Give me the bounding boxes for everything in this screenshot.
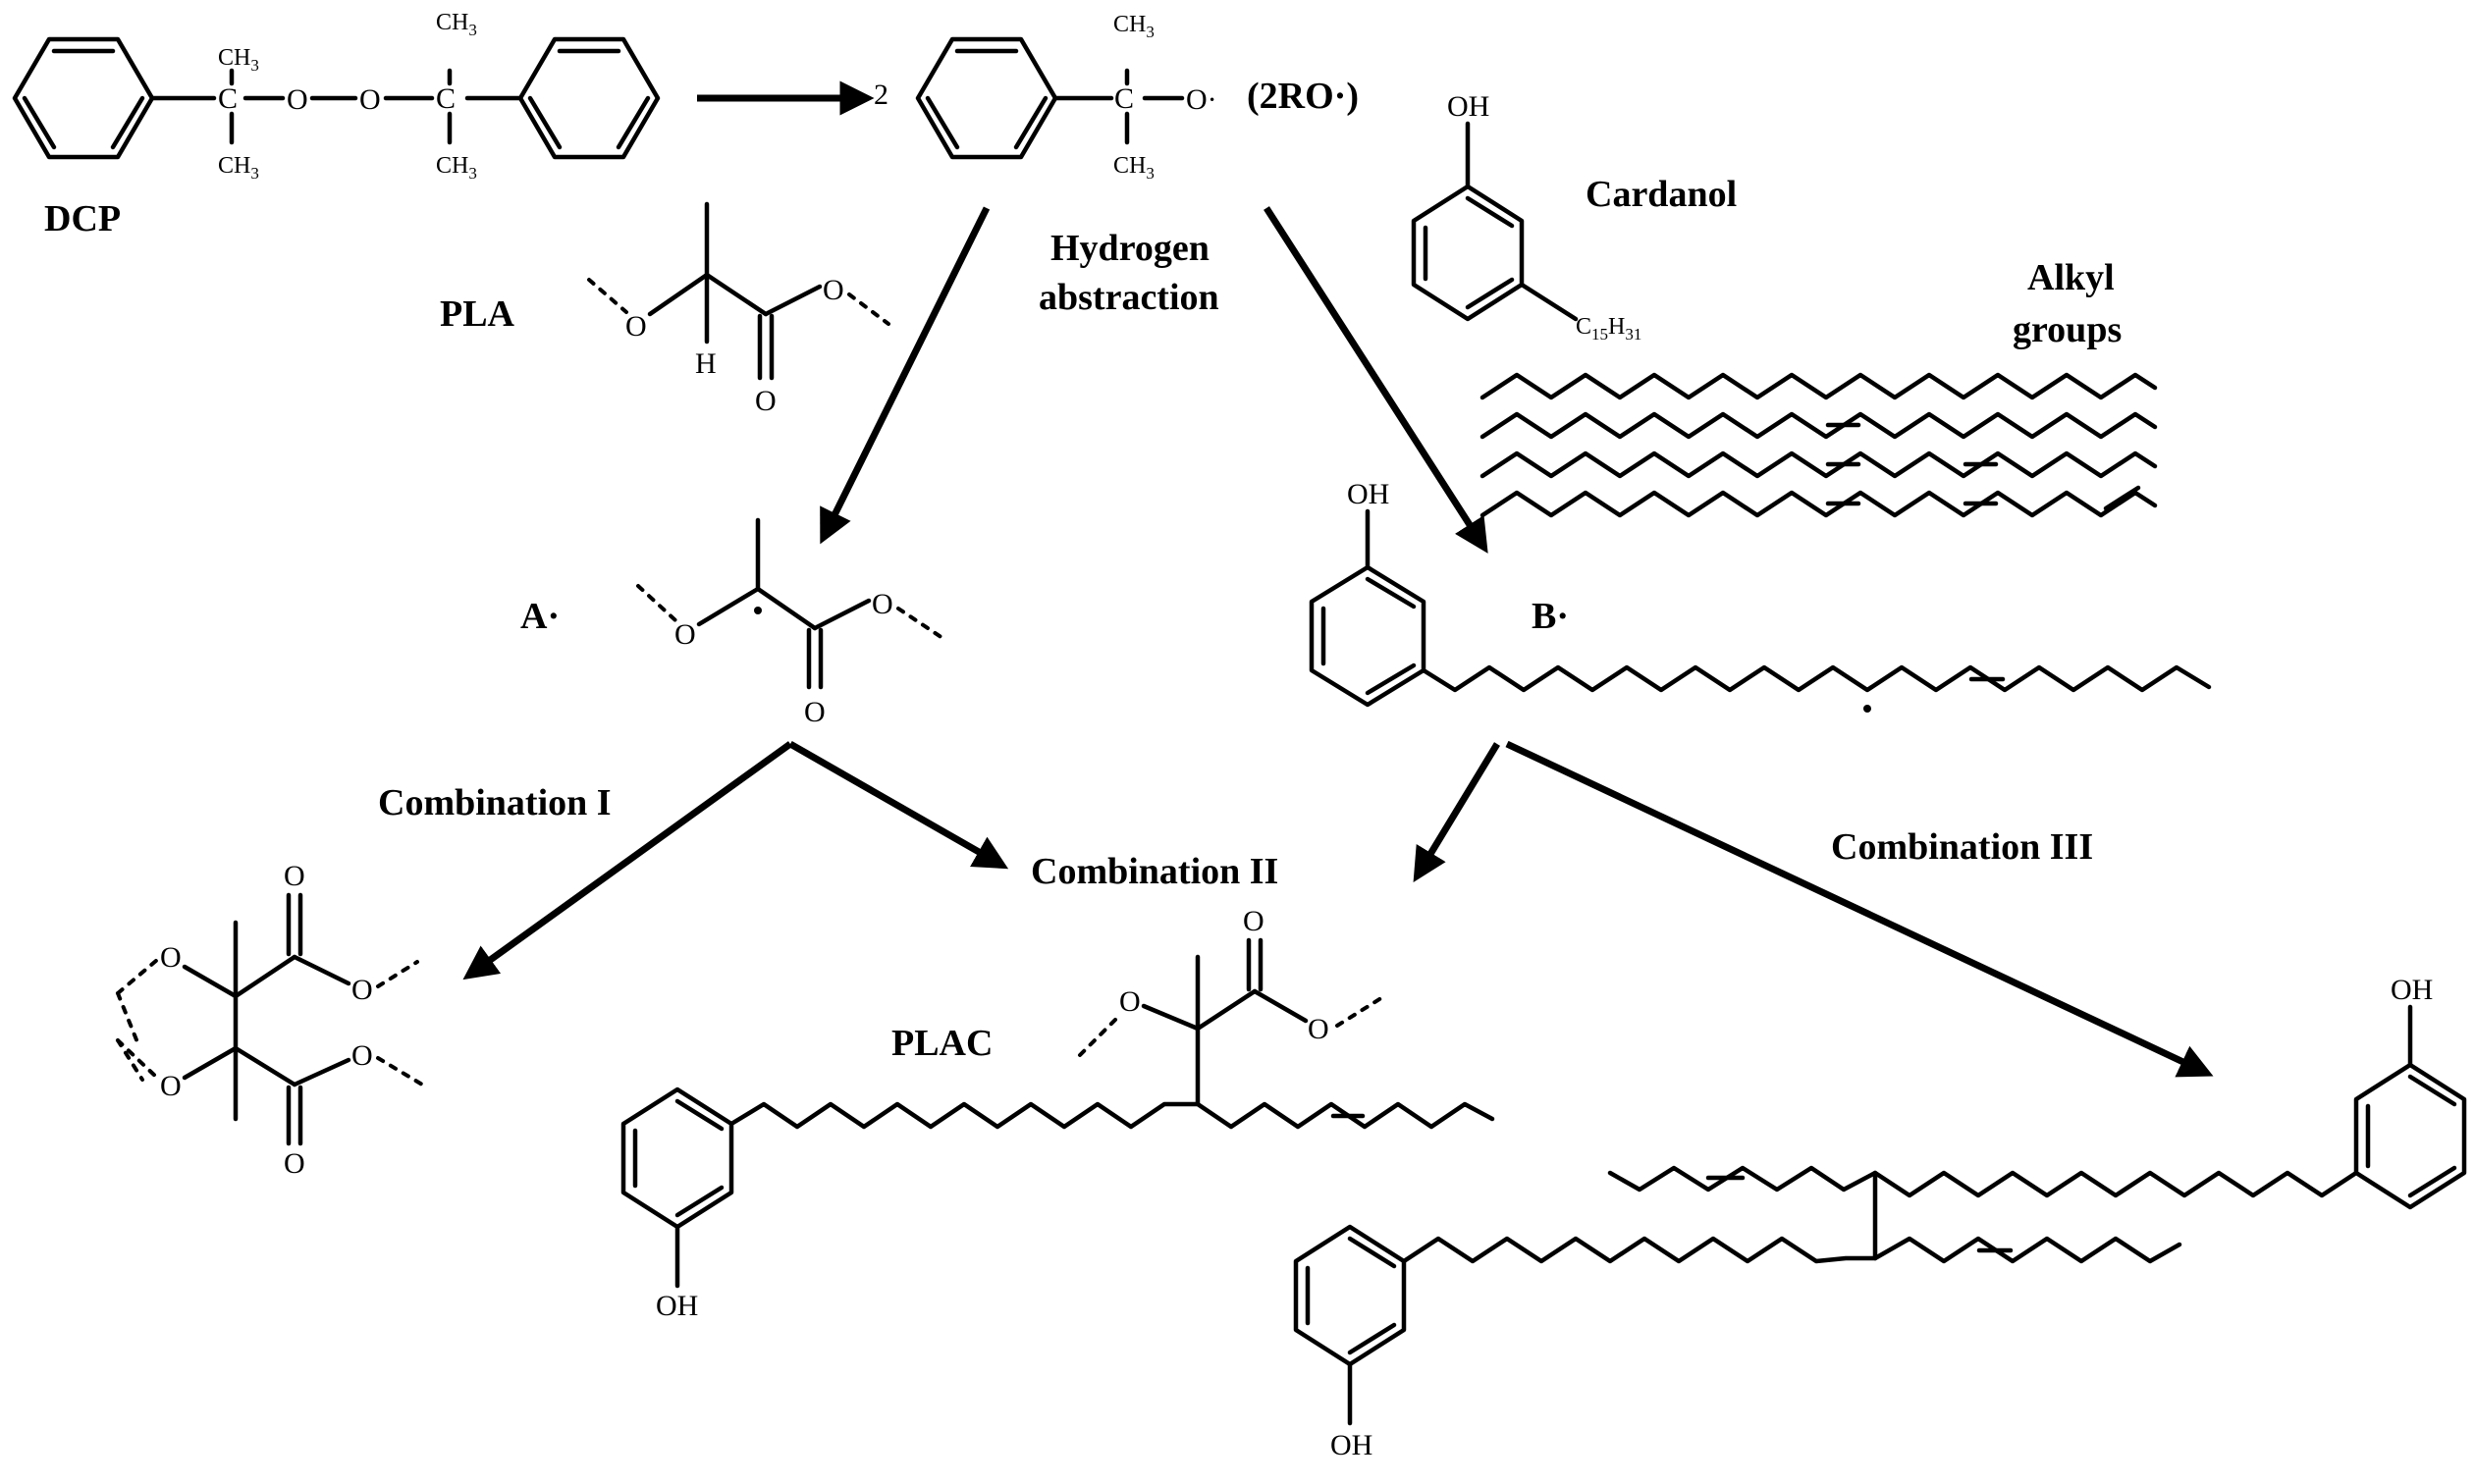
c3-hydroxyl-upper: OH — [2391, 974, 2433, 1006]
dcp-molecule: C O O C CH3 CH3 CH3 CH3 DCP — [12, 10, 661, 239]
dcp-label: DCP — [44, 198, 121, 239]
dcp-oxygen-2: O — [359, 83, 381, 116]
ro-radical: 2 C O· CH3 CH3 (2RO·) — [874, 12, 1359, 183]
plac-carbonyl-oxygen: O — [1243, 905, 1264, 937]
coefficient-two: 2 — [874, 79, 888, 111]
ro-carbon: C — [1114, 82, 1134, 115]
radical-a-label: A· — [520, 596, 560, 637]
pla-hydrogen: H — [695, 347, 717, 380]
pla-label: PLA — [440, 293, 515, 335]
dcp-oxygen-1: O — [287, 83, 308, 116]
plac-chain-oxygen: O — [1308, 1013, 1329, 1045]
radical-a: A· O O O — [520, 517, 944, 728]
pla-chain-oxygen: O — [823, 274, 844, 306]
c3-hydroxyl-lower: OH — [1330, 1429, 1372, 1461]
c1-chain-oxygen-upper: O — [351, 974, 373, 1006]
cardanol-hydroxyl: OH — [1447, 90, 1489, 123]
combination-1-product: O O O O O O — [116, 860, 424, 1180]
dcp-carbon-1: C — [218, 82, 238, 115]
alkyl-label-line2: groups — [2013, 309, 2122, 350]
radical-a-carbonyl-oxygen: O — [804, 696, 826, 728]
combination-3-product: OH OH — [1293, 974, 2467, 1461]
ro-radical-label: (2RO·) — [1247, 76, 1359, 117]
pla-molecule: PLA O H O O — [440, 201, 890, 417]
radical-b-hydroxyl: OH — [1347, 478, 1389, 510]
dcp-methyl-2: CH3 — [218, 153, 259, 183]
ro-oxygen-radical: O· — [1186, 83, 1217, 116]
ro-methyl-2: CH3 — [1113, 153, 1155, 183]
dcp-methyl-4: CH3 — [436, 153, 477, 183]
dcp-methyl-1: CH3 — [218, 45, 259, 75]
combination-2-arrow-from-b — [1413, 742, 1500, 882]
combination-1-arrow — [462, 741, 793, 980]
plac-hydroxyl: OH — [656, 1290, 698, 1322]
pla-carbonyl-oxygen: O — [755, 385, 777, 417]
radical-b-dot — [1863, 705, 1871, 713]
c1-chain-oxygen-lower: O — [351, 1039, 373, 1072]
pla-ester-oxygen: O — [625, 310, 647, 343]
abstraction-arrow-b — [1264, 206, 1488, 554]
radical-a-ester-oxygen: O — [674, 618, 696, 651]
abstraction-arrow-a — [820, 206, 991, 545]
dcp-carbon-2: C — [436, 82, 456, 115]
radical-b: OH B· — [1309, 478, 2212, 713]
dcp-methyl-3: CH3 — [436, 10, 477, 39]
hydrogen-label-line1: Hydrogen — [1050, 228, 1210, 269]
c1-carbonyl-oxygen-lower: O — [284, 1147, 305, 1180]
alkyl-label-line1: Alkyl — [2027, 257, 2115, 298]
combination-3-label: Combination III — [1831, 826, 2093, 868]
radical-a-chain-oxygen: O — [872, 588, 893, 620]
plac-product: PLAC O O O OH — [620, 905, 1495, 1322]
cardanol-label: Cardanol — [1586, 174, 1737, 215]
cardanol-molecule: OH C15H31 Cardanol — [1411, 90, 1737, 344]
combination-2-arrow-from-a — [788, 740, 1009, 870]
combination-1-label: Combination I — [378, 782, 612, 823]
cardanol-side-chain: C15H31 — [1576, 314, 1641, 344]
alkyl-chains — [1479, 372, 2158, 518]
radical-a-dot — [754, 607, 762, 614]
hydrogen-label-line2: abstraction — [1039, 277, 1219, 318]
radical-b-label: B· — [1532, 596, 1569, 637]
combination-3-arrow — [1505, 740, 2214, 1078]
plac-label: PLAC — [891, 1023, 993, 1064]
combination-2-label: Combination II — [1031, 851, 1278, 892]
ro-methyl-1: CH3 — [1113, 12, 1155, 41]
c1-oxygen-lower: O — [160, 1070, 182, 1102]
c1-oxygen-upper: O — [160, 941, 182, 974]
c1-carbonyl-oxygen-upper: O — [284, 860, 305, 892]
plac-ester-oxygen: O — [1119, 985, 1141, 1018]
